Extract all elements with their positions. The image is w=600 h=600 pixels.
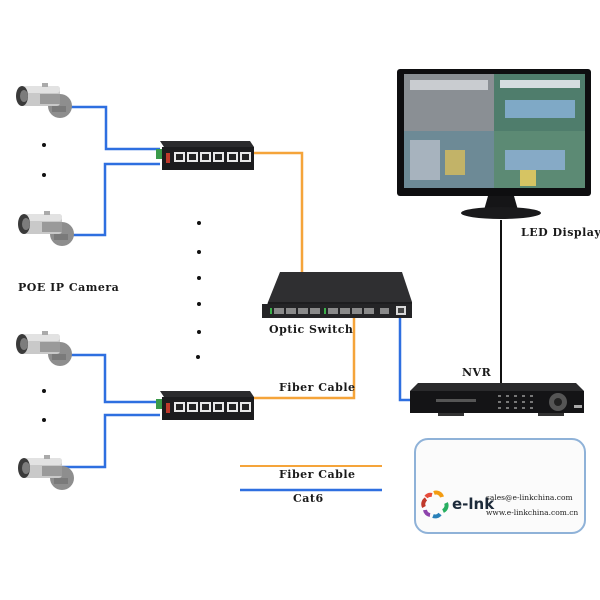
camera-icon: [16, 331, 72, 366]
e-link-logo-icon: [421, 490, 449, 519]
nvr-label: NVR: [462, 366, 492, 379]
dot: [42, 389, 46, 393]
poe-switch-icon: [156, 391, 254, 420]
fiber-link-bottom: [250, 318, 356, 400]
camera-group-label: POE IP Camera: [18, 281, 120, 294]
dot: [197, 330, 201, 334]
camera-icon: [16, 83, 72, 118]
legend-label-fiber: Fiber Cable: [279, 468, 356, 481]
brand-info-box: e-lnk sales@e-linkchina.com www.e-linkch…: [414, 438, 586, 534]
cat6-link: [70, 105, 160, 151]
brand-website: www.e-linkchina.com.cn: [486, 508, 579, 517]
poe-switch-icon: [156, 141, 254, 170]
cat6-links-top: [70, 105, 160, 237]
brand-name: e-lnk: [452, 495, 495, 513]
cat6-links-bottom: [62, 353, 160, 469]
dot: [42, 173, 46, 177]
dot: [42, 418, 46, 422]
fiber-link-top: [250, 151, 304, 272]
fiber-cable-link-label: Fiber Cable: [279, 381, 356, 394]
led-display-icon: [397, 69, 591, 219]
dot: [196, 355, 200, 359]
led-display-label: LED Display: [521, 226, 600, 239]
ellipsis-dots: [42, 143, 201, 422]
nvr-icon: [410, 383, 584, 416]
optic-switch-icon: [262, 272, 412, 318]
cat6-link: [72, 162, 160, 237]
dot: [197, 302, 201, 306]
cat6-link: [70, 353, 160, 404]
brand-email: sales@e-linkchina.com: [486, 493, 573, 502]
camera-icon: [18, 211, 74, 246]
legend-label-cat6: Cat6: [293, 492, 324, 505]
dot: [197, 250, 201, 254]
optic-switch-label: Optic Switch: [269, 323, 354, 336]
cat6-link: [62, 413, 160, 469]
dot: [197, 221, 201, 225]
dot: [42, 143, 46, 147]
dot: [197, 276, 201, 280]
camera-icon: [18, 455, 74, 490]
cat6-link-nvr: [398, 318, 410, 402]
